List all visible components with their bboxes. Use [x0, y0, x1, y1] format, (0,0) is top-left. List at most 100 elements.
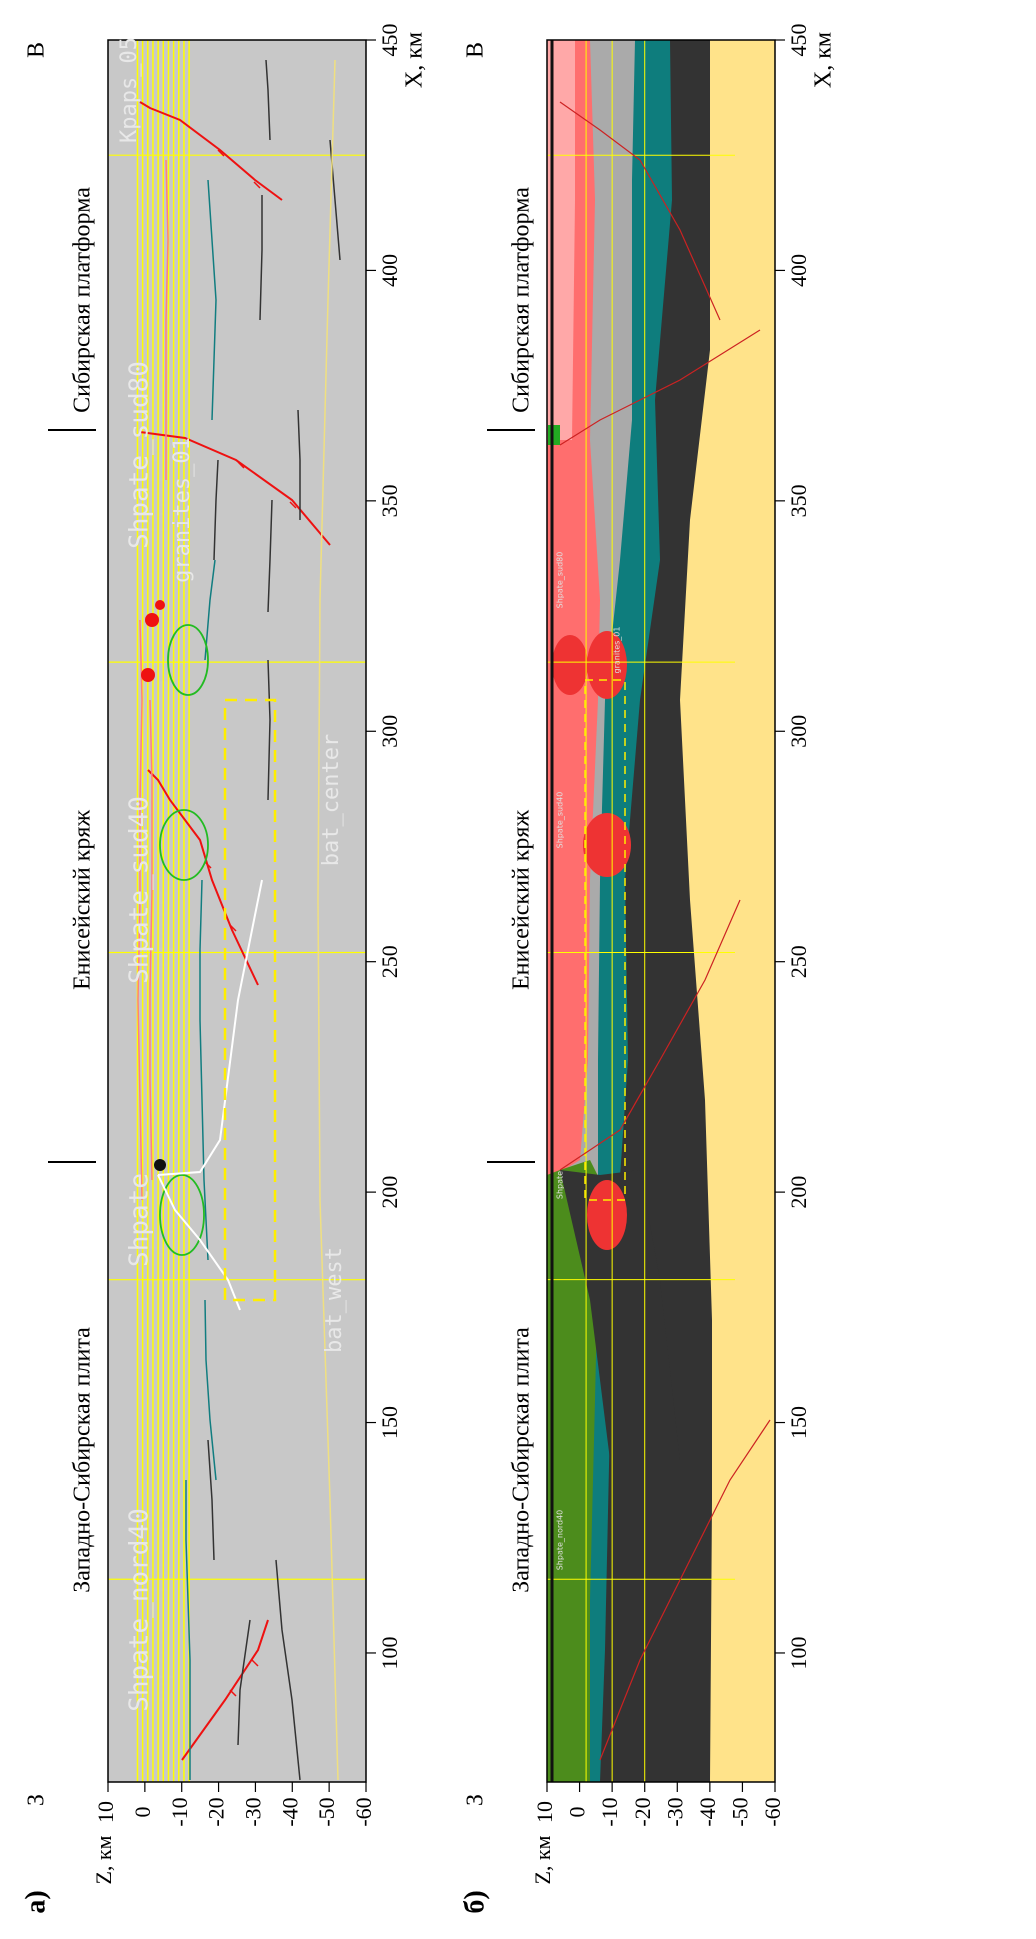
panel-a-teal-horizons — [185, 179, 217, 1780]
east-label: В — [24, 42, 50, 58]
panel-a-frame — [107, 39, 367, 1783]
overlay-label: Kpaps_05 — [117, 37, 142, 143]
overlay-label: Shpate_nord40 — [556, 1510, 565, 1571]
z-tick-label: -30 — [240, 1797, 265, 1826]
west-label: З — [24, 1794, 50, 1806]
panel-b-fault-traces — [559, 101, 771, 1761]
x-tick-label: 150 — [786, 1406, 811, 1439]
granite-body — [159, 1174, 205, 1256]
fault-trace — [599, 1419, 771, 1761]
panel-b-dark-wedge — [560, 1170, 680, 1460]
overlay-label: granites_01 — [170, 437, 195, 583]
surface-blip — [548, 425, 560, 445]
fault-tick — [229, 924, 237, 932]
panel-b-dashed-box — [584, 679, 626, 1201]
panel-label: б) — [459, 1890, 490, 1913]
granite-body — [587, 1180, 627, 1250]
fault-line-east-2 — [139, 101, 283, 201]
granite-body — [587, 631, 627, 699]
dark-horizon — [237, 1619, 251, 1746]
z-axis-label: Z, км — [91, 1835, 116, 1884]
fault-tick — [251, 1659, 259, 1667]
panel-a-horizon-lines — [136, 40, 190, 1782]
z-axis-label: Z, км — [530, 1835, 555, 1884]
panel-b-surface-blips — [548, 425, 560, 445]
panel-a-dark-horizons — [207, 59, 341, 1781]
panel-a-fault-ticks — [204, 149, 297, 1697]
pink-band-line — [149, 699, 153, 1181]
z-tick-label: -10 — [597, 1797, 622, 1826]
x-axis-label: X, км — [811, 32, 837, 88]
fault-tick — [217, 149, 225, 157]
panel-b — [546, 39, 776, 1783]
panel-b-grid — [547, 40, 735, 1782]
pink-band-line — [165, 159, 169, 480]
z-tick-label: -50 — [314, 1797, 339, 1826]
x-tick-label: 100 — [786, 1636, 811, 1669]
panel-label: а) — [20, 1890, 51, 1913]
granite-body — [552, 635, 588, 695]
overlay-label: Shpate_sud80 — [125, 361, 155, 549]
overlay-label: Shpate_sud80 — [556, 552, 565, 609]
region-label-yenisei-ridge: Енисейский кряж — [70, 810, 96, 990]
teal-horizon — [199, 879, 209, 1261]
region-label-west-siberian: Западно-Сибирская плита — [70, 1327, 96, 1593]
pink-band-line — [137, 619, 143, 1201]
fault-trace — [559, 101, 721, 321]
panel-b-frame — [546, 39, 776, 1783]
z-tick-label: -40 — [695, 1797, 720, 1826]
fault-tick — [204, 861, 212, 869]
white-trajectory — [157, 879, 263, 1176]
fault-tick — [237, 461, 245, 469]
z-tick-label: -40 — [277, 1797, 302, 1826]
panel-a-lower-horizon — [317, 59, 339, 1781]
granite-body — [159, 809, 209, 881]
x-axis-label: X, км — [402, 32, 428, 88]
teal-horizon — [204, 559, 216, 661]
panel-a-white-trajectory — [157, 879, 263, 1311]
dark-horizon — [297, 409, 301, 520]
x-tick-label: 400 — [377, 254, 402, 287]
granite-body — [583, 813, 631, 877]
panel-a-red-nodes — [141, 600, 165, 682]
z-tick-label: -20 — [630, 1797, 655, 1826]
granite-body — [167, 624, 209, 696]
dark-horizon — [207, 1439, 215, 1561]
fault-tick — [289, 501, 297, 509]
panel-a-granite-bodies — [159, 624, 209, 1256]
panel-a — [107, 39, 367, 1783]
x-tick-label: 400 — [786, 254, 811, 287]
overlay-label: granites_01 — [613, 627, 622, 674]
region-label-siberian-platform: Сибирская платформа — [509, 187, 535, 413]
fault-trace — [559, 329, 761, 446]
overlay-label: Shpate — [125, 1173, 155, 1267]
teal-horizon — [204, 1299, 217, 1481]
white-trajectory — [157, 1174, 241, 1311]
x-tick-label: 450 — [377, 24, 402, 57]
dark-horizon — [265, 59, 271, 141]
x-tick-label: 250 — [786, 945, 811, 978]
z-tick-label: -50 — [727, 1797, 752, 1826]
teal-horizon — [207, 179, 217, 421]
z-tick-label: 0 — [130, 1807, 155, 1818]
z-tick-label: -20 — [204, 1797, 229, 1826]
dark-horizon — [267, 659, 271, 801]
overlay-label: bat_center — [319, 734, 344, 866]
region-label-yenisei-ridge: Енисейский кряж — [509, 810, 535, 990]
x-tick-label: 100 — [377, 1636, 402, 1669]
east-label: В — [463, 42, 489, 58]
fault-tick — [229, 1689, 237, 1697]
fault-node — [141, 668, 155, 682]
panel-a-pink-band — [137, 159, 169, 1201]
fault-line-center — [147, 769, 259, 986]
panel-b-green-layer — [547, 1160, 600, 1782]
region-label-siberian-platform: Сибирская платформа — [70, 187, 96, 413]
fault-tick — [253, 181, 261, 189]
overlay-label: Shpate — [556, 1171, 565, 1199]
panel-b-salmon-layer — [547, 40, 575, 440]
x-tick-label: 300 — [786, 715, 811, 748]
fault-trace — [559, 899, 741, 1171]
